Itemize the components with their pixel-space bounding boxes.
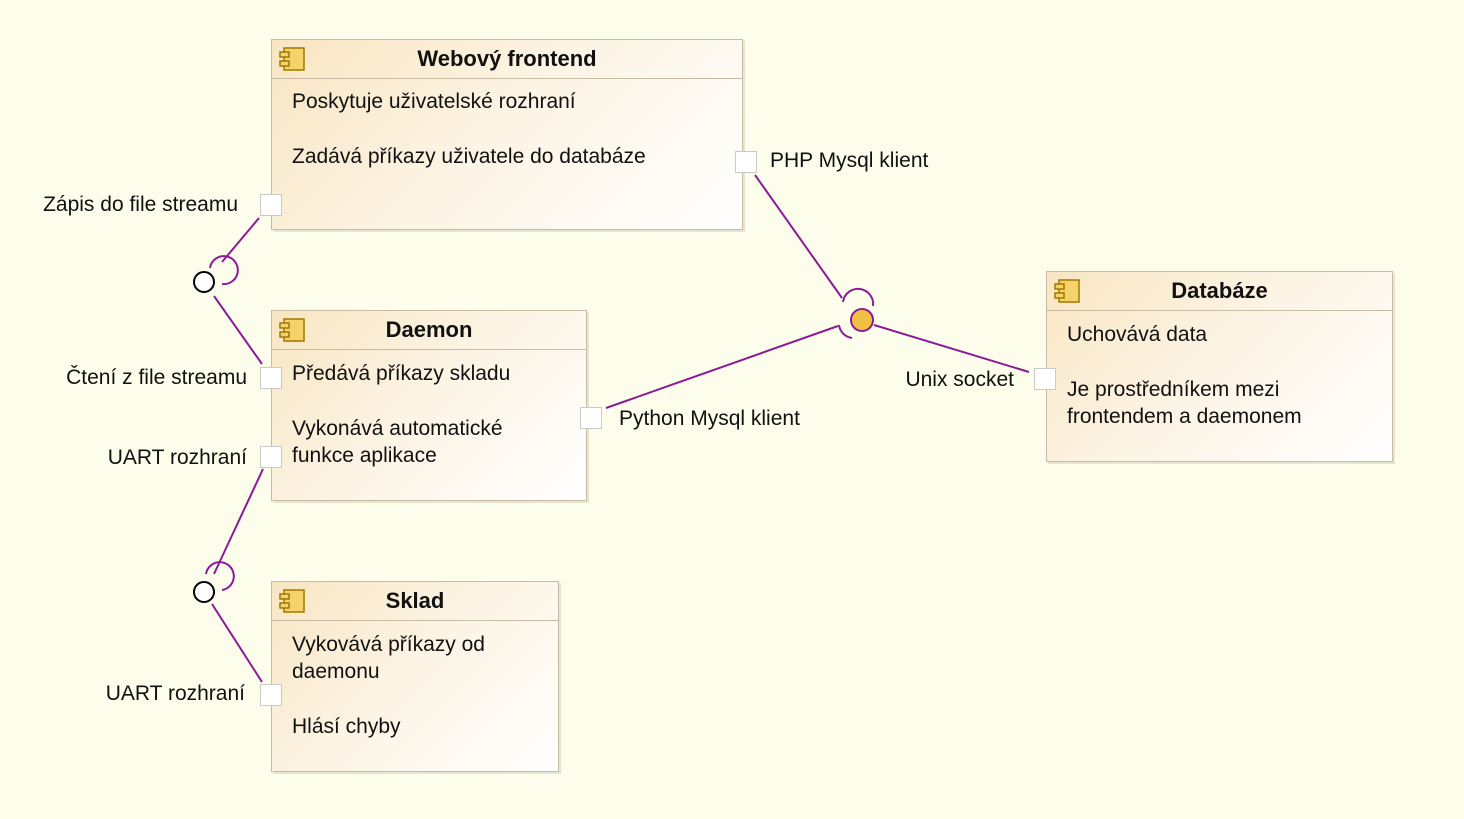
component-title: Daemon [385,317,473,342]
port-db-unix[interactable] [1034,368,1056,390]
description-line: Vykonává automatické funkce aplikace [292,417,503,467]
component-header: Sklad [272,582,558,621]
lollipop-uart [193,581,215,603]
port-label-db-unix: Unix socket [905,368,1014,391]
component-icon [279,589,305,613]
connector-web-file [221,217,260,263]
component-description: Poskytuje uživatelské rozhraní Zadává př… [292,88,734,198]
port-label-web-file: Zápis do file streamu [43,193,238,216]
component-title: Sklad [385,588,445,613]
port-label-sklad-uart: UART rozhraní [105,682,245,705]
port-label-daemon-file: Čtení z file streamu [66,366,247,389]
connector-db-unix [873,324,1030,373]
component-icon [1054,279,1080,303]
component-header: Daemon [272,311,586,350]
connector-web-php [754,174,843,299]
description-line: Vykovává příkazy od daemonu [292,633,485,683]
connector-daemon-python [605,325,839,409]
component-title: Databáze [1171,278,1268,303]
port-web-file[interactable] [260,194,282,216]
component-description: Vykovává příkazy od daemonu Hlásí chyby [292,631,550,768]
description-line: Předává příkazy skladu [292,362,511,385]
description-line: Zadává příkazy uživatele do databáze [292,145,646,168]
port-daemon-uart[interactable] [260,446,282,468]
socket-uart [205,561,235,591]
connector-daemon-file [213,295,263,365]
port-label-daemon-uart: UART rozhraní [107,446,247,469]
description-line: Poskytuje uživatelské rozhraní [292,90,576,113]
port-label-web-php: PHP Mysql klient [770,149,929,172]
connector-daemon-uart [213,468,264,575]
description-line: Je prostředníkem mezi frontendem a daemo… [1067,378,1302,428]
socket-db-web [842,287,875,307]
connector-sklad-uart [211,603,263,683]
socket-file [209,255,239,286]
component-daemon[interactable]: Daemon Předává příkazy skladu Vykonává a… [271,310,587,501]
component-web-frontend[interactable]: Webový frontend Poskytuje uživatelské ro… [271,39,743,230]
component-description: Uchovává data Je prostředníkem mezi fron… [1067,321,1384,458]
description-line: Uchovává data [1067,323,1208,346]
component-databaze[interactable]: Databáze Uchovává data Je prostředníkem … [1046,271,1393,462]
component-icon [279,318,305,342]
lollipop-db [850,308,874,332]
component-description: Předává příkazy skladu Vykonává automati… [292,360,578,497]
port-daemon-python[interactable] [580,407,602,429]
socket-db-daemon [838,324,853,339]
component-title: Webový frontend [417,46,597,71]
component-icon [279,47,305,71]
description-line: Hlásí chyby [292,715,401,738]
port-web-php[interactable] [735,151,757,173]
port-label-daemon-python: Python Mysql klient [619,407,800,430]
lollipop-file [193,271,215,293]
port-daemon-file[interactable] [260,367,282,389]
component-sklad[interactable]: Sklad Vykovává příkazy od daemonu Hlásí … [271,581,559,772]
component-header: Databáze [1047,272,1392,311]
port-sklad-uart[interactable] [260,684,282,706]
component-header: Webový frontend [272,40,742,79]
